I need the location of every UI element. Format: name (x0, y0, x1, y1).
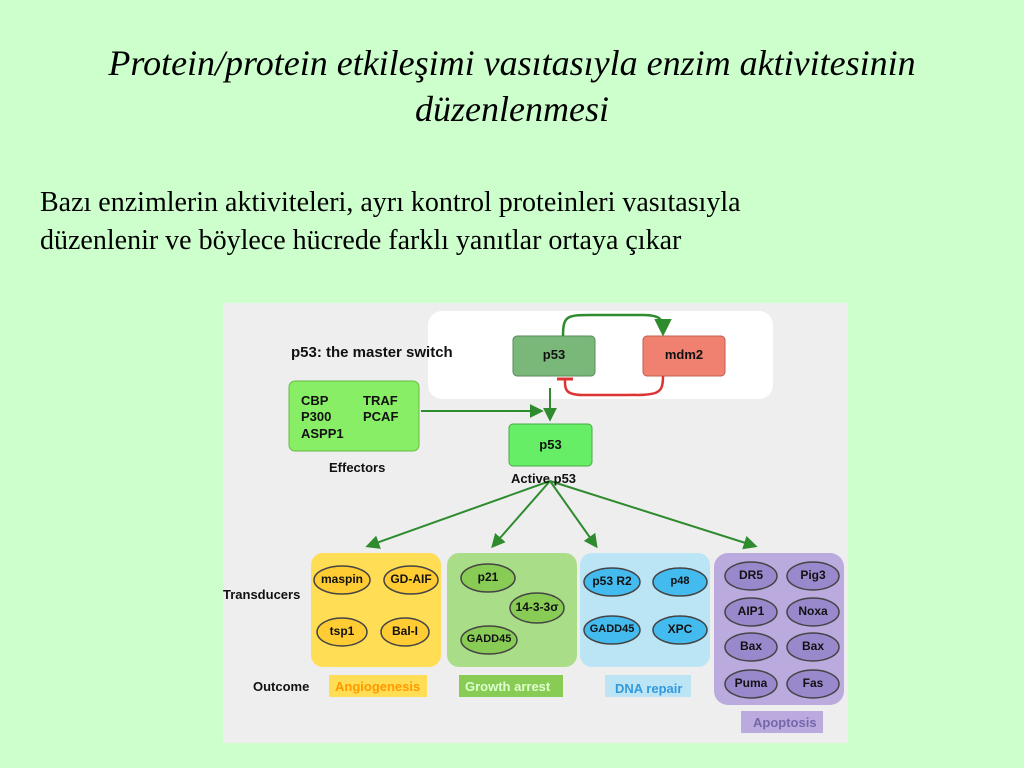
noxa-oval (786, 597, 840, 627)
slide-title-line-1: Protein/protein etkileşimi vasıtasıyla e… (108, 43, 916, 83)
puma-oval (724, 669, 778, 699)
14-3-3-sigma-oval (509, 592, 565, 624)
bal-i-text: Bal-I (391, 624, 418, 638)
p53-inactive-box (512, 335, 596, 377)
gd-aif-text: GD-AIF (390, 572, 432, 586)
angiogenesis-label-bg (329, 675, 427, 697)
master-switch-panel (428, 311, 773, 399)
p53-diagram-shapes (288, 311, 844, 733)
dr5-oval (724, 561, 778, 591)
transducers-label: Transducers (223, 587, 301, 602)
pig3-oval (786, 561, 840, 591)
effectors-box (288, 380, 420, 452)
mdm2-inhibits-p53 (563, 375, 665, 397)
bax-oval-2 (786, 632, 840, 662)
gadd45-dna-oval (583, 615, 641, 645)
puma-text: Puma (734, 676, 768, 690)
effector-pcaf: PCAF (363, 409, 399, 424)
p48-text: p48 (670, 575, 690, 587)
arrow-to-angiogenesis (365, 480, 551, 549)
p53r2-text: p53 R2 (592, 574, 632, 588)
fas-oval (786, 669, 840, 699)
apoptosis-outcome: Apoptosis (753, 715, 817, 730)
gd-aif-oval (383, 565, 439, 595)
slide-body-line-1: Bazı enzimlerin aktiviteleri, ayrı kontr… (40, 187, 741, 218)
apoptosis-panel (714, 553, 844, 705)
xpc-oval (652, 615, 708, 645)
slide-title: Protein/protein etkileşimi vasıtasıyla e… (40, 40, 984, 132)
slide-body: Bazı enzimlerin aktiviteleri, ayrı kontr… (40, 184, 980, 260)
outcome-label: Outcome (253, 679, 310, 694)
tsp1-text: tsp1 (329, 624, 355, 638)
effector-aspp1: ASPP1 (301, 426, 344, 441)
dna-repair-outcome: DNA repair (615, 681, 683, 696)
p53-to-mdm2-arrow (561, 313, 672, 337)
p53-diagram: p53: the master switch p53 mdm2 CBP TRAF… (223, 303, 848, 743)
aip1-oval (724, 597, 778, 627)
apoptosis-label-bg (741, 711, 823, 733)
bax-text-2: Bax (801, 639, 824, 653)
14-3-3-sigma-text: 14-3-3σ (515, 600, 559, 614)
bax-oval-1 (724, 632, 778, 662)
arrow-to-apoptosis (549, 480, 758, 550)
effector-cbp: CBP (301, 393, 329, 408)
p21-text: p21 (477, 570, 499, 584)
pig3-text: Pig3 (800, 568, 826, 582)
bax-text-1: Bax (739, 639, 762, 653)
gadd45-growth-text: GADD45 (466, 633, 512, 645)
effector-traf: TRAF (363, 393, 398, 408)
dna-repair-label-bg (605, 675, 691, 697)
gadd45-dna-text: GADD45 (589, 623, 635, 635)
maspin-text: maspin (320, 572, 363, 586)
aip1-text: AIP1 (737, 604, 765, 618)
arrow-to-dna-repair (549, 480, 598, 549)
dr5-text: DR5 (738, 568, 763, 582)
growth-arrest-outcome: Growth arrest (465, 679, 551, 694)
p53-inactive-label: p53 (542, 347, 566, 362)
angiogenesis-outcome: Angiogenesis (335, 679, 421, 694)
tsp1-oval (316, 617, 368, 647)
slide-body-line-2: düzenlenir ve böylece hücrede farklı yan… (40, 225, 682, 256)
mdm2-box (642, 335, 726, 377)
xpc-text: XPC (667, 622, 693, 636)
active-p53-box (508, 423, 593, 467)
diagram-header: p53: the master switch (291, 344, 453, 361)
p21-oval (460, 563, 516, 593)
noxa-text: Noxa (798, 604, 828, 618)
effectors-label: Effectors (329, 460, 386, 475)
bal-i-oval (380, 617, 430, 647)
p48-oval (652, 567, 708, 597)
slide-title-line-2: düzenlenmesi (415, 89, 609, 129)
fas-text: Fas (802, 676, 824, 690)
mdm2-label: mdm2 (664, 347, 704, 362)
arrow-to-growth-arrest (491, 480, 551, 549)
active-p53-box-label: p53 (539, 437, 562, 452)
effector-p300: P300 (301, 409, 332, 424)
active-p53-caption: Active p53 (511, 471, 577, 486)
maspin-oval (313, 565, 371, 595)
gadd45-growth-oval (460, 625, 518, 655)
p53r2-oval (583, 567, 641, 597)
growth-arrest-label-bg (459, 675, 563, 697)
